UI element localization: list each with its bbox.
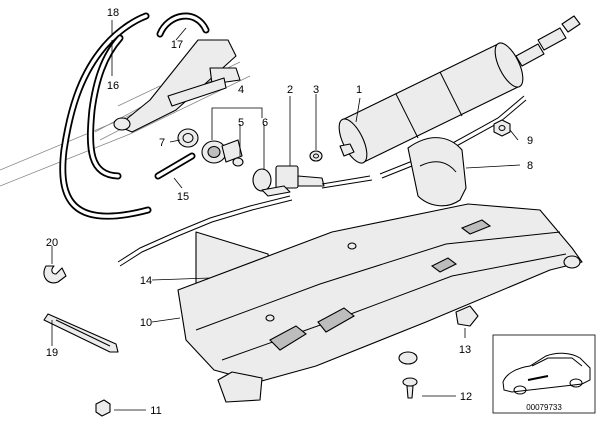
vehicle-location-inset: 00079733 [492, 334, 596, 414]
leader-lines [51, 20, 521, 411]
short-hose[interactable] [154, 152, 196, 180]
screw[interactable] [402, 377, 418, 399]
valve-assembly[interactable] [252, 165, 325, 197]
fuel-filter[interactable] [333, 15, 581, 167]
pressure-regulator[interactable] [201, 139, 243, 164]
callout-13: 13 [459, 344, 471, 356]
callout-10: 10 [140, 317, 152, 329]
callout-1: 1 [356, 84, 362, 96]
callout-19: 19 [46, 347, 58, 359]
callout-2: 2 [287, 84, 293, 96]
fuel-lines [117, 95, 527, 267]
hose-clip[interactable] [43, 265, 67, 284]
callout-11: 11 [150, 405, 161, 417]
callout-15: 15 [177, 191, 189, 203]
upper-hose[interactable] [156, 12, 210, 38]
o-ring[interactable] [232, 157, 244, 167]
filter-bracket[interactable] [407, 137, 467, 207]
callout-20: 20 [46, 237, 58, 249]
cable-tie[interactable] [43, 313, 119, 353]
callout-17: 17 [171, 39, 183, 51]
retaining-clip[interactable] [455, 305, 479, 327]
clamp-ring[interactable] [177, 128, 199, 148]
callout-3: 3 [313, 84, 319, 96]
callout-7: 7 [159, 137, 165, 149]
callout-8: 8 [527, 160, 533, 172]
underbody-pan[interactable] [177, 203, 583, 403]
small-ring[interactable] [309, 150, 323, 162]
callout-14: 14 [140, 275, 152, 287]
second-loop-hose[interactable] [86, 34, 124, 180]
hex-nut[interactable] [493, 119, 511, 137]
callout-9: 9 [527, 135, 533, 147]
callout-18: 18 [107, 7, 119, 19]
car-icon [502, 352, 591, 395]
callout-16: 16 [107, 80, 119, 92]
reference-number: 00079733 [526, 403, 562, 412]
callout-labels: 1 2 3 4 5 6 7 8 9 10 11 12 13 14 15 16 1… [46, 7, 533, 417]
callout-6: 6 [262, 117, 268, 129]
upper-tube-bracket [113, 39, 241, 133]
clamp-nut[interactable] [95, 399, 111, 417]
callout-5: 5 [238, 117, 244, 129]
callout-4: 4 [238, 84, 244, 96]
callout-12: 12 [460, 391, 472, 403]
loop-hose[interactable] [59, 12, 152, 220]
